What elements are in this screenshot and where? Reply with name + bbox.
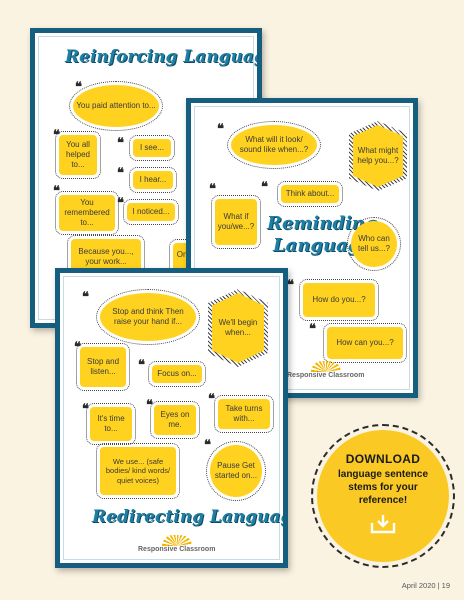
download-badge[interactable]: DOWNLOAD language sentence stems for you… [311,424,455,568]
quote-mark: ❝ [309,322,316,337]
download-text-line3: reference! [358,495,408,506]
bubble-i-see: I see... [129,135,175,161]
logo-text: Responsive Classroom [287,372,365,379]
download-icon[interactable] [370,513,396,540]
bubble-what-might-help: What might help you...? [353,125,403,187]
quote-mark: ❝ [53,128,60,143]
card-inner-border [63,276,280,560]
redirecting-title: Redirecting Language [92,507,288,527]
download-text-line2: stems for your [348,482,418,493]
bubble-you-paid-attention: You paid attention to... [69,81,163,131]
logo-text: Responsive Classroom [138,546,216,553]
page-footer: April 2020 | 19 [401,581,450,590]
bubble-stop-and-think: Stop and think Then raise your hand if..… [96,289,200,345]
bubble-how-do-you: How do you...? [299,279,379,321]
bubble-you-all-helped: You all helped to... [55,131,101,179]
redirecting-language-card: ❝ Stop and think Then raise your hand if… [55,268,288,568]
quote-mark: ❝ [117,136,124,151]
responsive-classroom-logo: Responsive Classroom [138,535,215,553]
quote-mark: ❝ [74,340,81,355]
download-title: DOWNLOAD [345,452,421,466]
quote-mark: ❝ [209,182,216,197]
bubble-how-can-you: How can you...? [323,323,407,363]
download-text-line1: language sentence [337,469,429,480]
bubble-what-might-help-wrap: What might help you...? [349,121,407,191]
quote-mark: ❝ [53,184,60,199]
bubble-i-hear: I hear... [129,167,177,193]
bubble-take-turns: Take turns with... [214,395,274,433]
quote-mark: ❝ [146,398,153,413]
bubble-you-remembered: You remembered to... [55,191,119,235]
quote-mark: ❝ [287,278,294,293]
quote-mark: ❝ [82,290,89,305]
quote-mark: ❝ [138,358,145,373]
bubble-i-noticed: I noticed... [123,199,179,225]
reminding-title-line2: Language [273,235,372,256]
bubble-eyes-on-me: Eyes on me. [150,401,200,439]
bubble-what-if: What if you/we...? [211,195,261,249]
sun-icon [161,535,192,546]
bubble-its-time-to: It's time to... [86,403,136,445]
quote-mark: ❝ [208,392,215,407]
quote-mark: ❝ [117,196,124,211]
card-inner-border [194,106,410,390]
responsive-classroom-logo: Responsive Classroom [287,361,364,379]
sun-icon [310,361,341,372]
bubble-stop-and-listen: Stop and listen... [76,343,130,391]
bubble-think-about: Think about... [277,181,343,207]
quote-mark: ❝ [261,180,268,195]
quote-mark: ❝ [75,80,82,95]
bubble-who-can-tell: Who can tell us...? [347,217,401,271]
bubble-well-begin: We'll begin when... [212,293,264,363]
reminding-title-line1: Reminding [267,213,378,234]
bubble-well-begin-wrap: We'll begin when... [208,289,268,367]
quote-mark: ❝ [217,122,224,137]
bubble-we-use: We use... (safe bodies/ kind words/ quie… [96,443,180,499]
bubble-focus-on: Focus on... [148,361,206,387]
quote-mark: ❝ [117,166,124,181]
quote-mark: ❝ [204,438,211,453]
reinforcing-title: Reinforcing Language [65,47,262,67]
bubble-what-will-it-look: What will it look/ sound like when...? [227,121,321,169]
bubble-pause: Pause Get started on... [206,441,266,501]
quote-mark: ❝ [82,402,89,417]
